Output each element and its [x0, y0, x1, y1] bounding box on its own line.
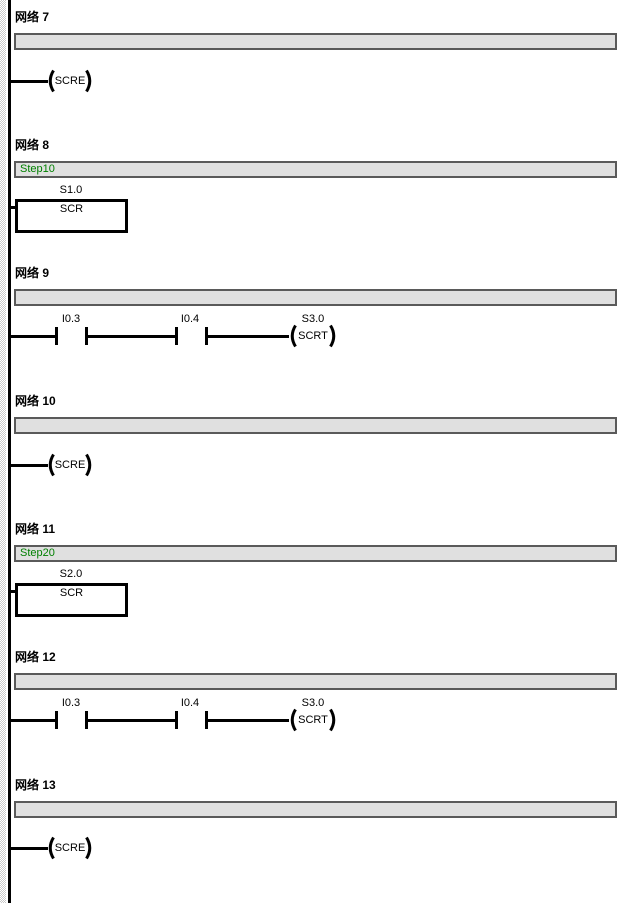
- left-margin: [0, 0, 6, 903]
- coil-scrt[interactable]: SCRT: [288, 324, 338, 348]
- wire: [208, 335, 289, 338]
- network-title[interactable]: 网络 8: [15, 138, 50, 152]
- wire: [10, 335, 55, 338]
- network-comment-bar[interactable]: [14, 289, 617, 306]
- network-comment-bar[interactable]: Step20: [14, 545, 617, 562]
- coil-right-paren: [329, 708, 336, 732]
- coil-label: SCRT: [298, 714, 328, 726]
- coil-left-paren: [48, 836, 55, 860]
- wire: [88, 335, 175, 338]
- contact-bar: [205, 327, 208, 345]
- coil-label: SCRE: [54, 842, 86, 854]
- coil-label: SCRE: [54, 459, 86, 471]
- network-comment-bar[interactable]: [14, 801, 617, 818]
- coil-right-paren: [85, 836, 92, 860]
- coil-left-paren: [290, 324, 297, 348]
- coil-scre[interactable]: SCRE: [46, 836, 94, 860]
- coil-scre[interactable]: SCRE: [46, 69, 94, 93]
- network-title[interactable]: 网络 7: [15, 10, 50, 24]
- wire: [10, 847, 48, 850]
- wire: [10, 206, 18, 209]
- contact-bar: [175, 327, 178, 345]
- box-operand: S1.0: [59, 184, 83, 196]
- contact-operand: I0.4: [180, 697, 200, 709]
- contact-operand: I0.3: [61, 697, 81, 709]
- network-title[interactable]: 网络 10: [15, 394, 56, 408]
- wire: [208, 719, 289, 722]
- coil-label: SCRE: [54, 75, 86, 87]
- wire: [10, 80, 48, 83]
- contact-bar: [55, 327, 58, 345]
- wire: [88, 719, 175, 722]
- contact-bar: [205, 711, 208, 729]
- coil-scre[interactable]: SCRE: [46, 453, 94, 477]
- box-operand: S2.0: [59, 568, 83, 580]
- coil-operand: S3.0: [301, 313, 325, 325]
- power-rail: [8, 0, 11, 903]
- network-comment-bar[interactable]: [14, 33, 617, 50]
- network-title[interactable]: 网络 11: [15, 522, 56, 536]
- coil-left-paren: [48, 453, 55, 477]
- network-title[interactable]: 网络 9: [15, 266, 50, 280]
- network-comment-bar[interactable]: [14, 673, 617, 690]
- contact-bar: [85, 327, 88, 345]
- contact-bar: [175, 711, 178, 729]
- scr-box[interactable]: SCR: [15, 199, 128, 233]
- contact-bar: [55, 711, 58, 729]
- coil-operand: S3.0: [301, 697, 325, 709]
- network-comment-bar[interactable]: Step10: [14, 161, 617, 178]
- wire: [10, 464, 48, 467]
- scr-box-label: SCR: [59, 203, 84, 215]
- contact-bar: [85, 711, 88, 729]
- coil-right-paren: [329, 324, 336, 348]
- coil-left-paren: [290, 708, 297, 732]
- contact-operand: I0.4: [180, 313, 200, 325]
- coil-label: SCRT: [298, 330, 328, 342]
- scr-box[interactable]: SCR: [15, 583, 128, 617]
- coil-left-paren: [48, 69, 55, 93]
- wire: [10, 719, 55, 722]
- network-title[interactable]: 网络 13: [15, 778, 56, 792]
- network-comment-bar[interactable]: [14, 417, 617, 434]
- network-comment: Step20: [20, 547, 55, 559]
- wire: [10, 590, 18, 593]
- network-comment: Step10: [20, 163, 55, 175]
- coil-right-paren: [85, 69, 92, 93]
- coil-scrt[interactable]: SCRT: [288, 708, 338, 732]
- coil-right-paren: [85, 453, 92, 477]
- scr-box-label: SCR: [59, 587, 84, 599]
- contact-operand: I0.3: [61, 313, 81, 325]
- network-title[interactable]: 网络 12: [15, 650, 56, 664]
